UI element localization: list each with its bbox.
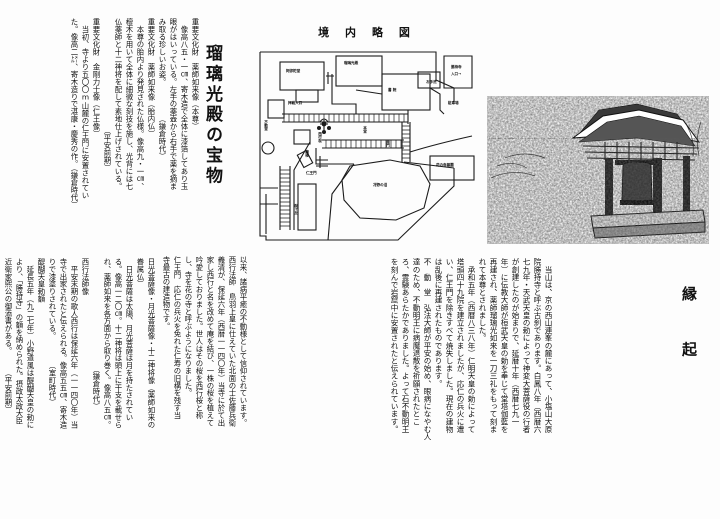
mid-line-7: 仁王門 応仁の兵火を免れた仁寿の旧構を残す当 <box>173 256 182 419</box>
treasures2-line-13: 近衛家煕公の御添書がある。 （平安前期） <box>4 258 13 414</box>
map-label-9: 冴野の沼 <box>373 183 388 187</box>
map-label-3: 書 院 <box>388 88 397 92</box>
engi-line-10: は乱後に再建されたものであります。 <box>434 258 443 388</box>
engi-line-9: い、仁王門を除きすべて焼失しました。現在の建物 <box>445 258 454 433</box>
page-title: 瑠璃光殿の宝物 <box>202 44 222 187</box>
treasures-line-1: 像高八五・一㎝、寄木造で全体に漆箔してあり玉 <box>180 18 189 190</box>
map-label-5: 勝持寺 <box>451 65 462 69</box>
treasures2-line-7: 平安末期の歌人西行は保延六年（一一四〇年）当 <box>70 258 79 429</box>
map-label-8: 花の寺墓園 <box>436 163 454 167</box>
map-canvas: 阿弥陀堂 瑠璃光殿拝観入口 書 院 お手洗 勝持寺入口→ 駐車場花の寺墓園冴野の沼桜ヶ丘 不… <box>258 44 476 246</box>
engi-line-6: れて本尊とされました。 <box>478 258 487 342</box>
engi-line-8: 塔頭四十九院を建立されましたが、応仁の兵火に遭 <box>456 258 465 433</box>
treasures2-line-0: 日光菩薩像・月光菩薩像・十二神将像（薬師如来の <box>147 258 156 429</box>
treasures-line-8: （平安前期） <box>103 18 112 172</box>
temple-photo <box>487 96 709 244</box>
treasures-line-11: た。像高二㍍、寄木造りで湛康・慶秀の作。（鎌倉時代） <box>70 18 79 209</box>
mid-line-1: 以来、諸病平癒の不動様として信仰されています。 <box>239 256 248 427</box>
engi-text-columns: 当山は、京の西山連峯の麓にあって、小塩山大原院勝持寺と呼ぶ古刹であります。白鳳八… <box>388 258 553 508</box>
map-label-11: 不動堂 <box>264 120 269 131</box>
map-label-10: 桜ヶ丘 <box>294 204 299 215</box>
precinct-map-section: 境 内 略 図 <box>246 6 482 256</box>
treasures2-text-columns: 日光菩薩像・月光菩薩像・十二神将像（薬師如来の眷属仏） 日光菩薩は太陽、月光菩薩… <box>2 258 156 510</box>
engi-line-11: 不 動 堂 弘法大師が平安の始め、眼病になやむ人 <box>423 258 432 441</box>
map-title: 境 内 略 図 <box>318 26 416 39</box>
saigyo-nioumon-section: 以来、諸病平癒の不動様として信仰されています。西行法師 鳥羽上皇に仕えていた北面… <box>160 256 382 516</box>
treasures2-line-12: より、「勝持寺」の額を納められた。摂政太政大臣 <box>15 258 24 425</box>
mid-line-6: し、寺を花の寺と呼ぶようになりました。 <box>184 256 193 397</box>
treasures-section: 瑠璃光殿の宝物 重要文化財 薬師如来像（本尊） 像高八五・一㎝、寄木造で全体に漆… <box>4 8 242 256</box>
mid-line-3: 義清が、保延六年（西暦一一四〇年）当寺に於て出 <box>217 256 226 427</box>
treasures-line-7: 仏薬師と十二神将を配して素地仕上げされている。 <box>114 18 123 190</box>
map-drawing <box>259 51 475 241</box>
treasures2-line-6: 西行法師像 <box>81 258 90 295</box>
mid-line-5: 吟愛しておりました。世人はその桜を西行桜と称 <box>195 256 204 419</box>
treasures-text-columns: 重要文化財 薬師如来像（本尊） 像高八五・一㎝、寄木造で全体に漆箔してあり玉眼が… <box>8 18 200 258</box>
engi-line-5: 再建され、薬師瑠璃光如来を一刀三礼をもって刻ま <box>489 258 498 433</box>
map-label-12: 鐘楼 <box>305 150 310 158</box>
mid-line-2: 西行法師 鳥羽上皇に仕えていた北面の士佐藤兵衛 <box>228 256 237 427</box>
map-label-16: 仁王門 <box>306 171 317 175</box>
map-label-0: 阿弥陀堂 <box>286 69 301 73</box>
map-label-7: 駐車場 <box>448 101 459 105</box>
engi-line-4: 年）に伝教大師が桓武天皇の勅を奉じて堂塔伽藍を <box>500 258 509 433</box>
engi-line-1: 院勝持寺と呼ぶ古刹であります。白鳳八年（西暦六 <box>533 258 542 433</box>
mid-line-8: 寺最古の建造物です。 <box>162 256 171 330</box>
map-label-1: 瑠璃光殿 <box>344 61 359 65</box>
map-label-2: 拝観入口 <box>288 101 303 105</box>
treasures-line-4: 重要文化財 薬師如来像（胎内仏） <box>147 18 156 138</box>
treasures2-line-11: 延長五年（九二七年）小野道風は醍醐天皇の勅に <box>26 258 35 429</box>
treasures2-line-10: 醍醐天皇勅額 <box>37 258 46 303</box>
treasures-line-5: 本尊の胎内より発見された仏様。像高九・一㎝、 <box>136 18 145 190</box>
map-label-4: お手洗 <box>426 80 437 84</box>
engi-line-12: 達のため、不動明王に病魔退散を祈願されたとこ <box>412 258 421 426</box>
map-label-13: 西行桜 <box>318 132 323 143</box>
engi-title: 縁 起 <box>680 286 698 370</box>
engi-line-2: 七九年・天武天皇の勅によって神変大菩薩役の行者 <box>522 258 531 433</box>
treasures-line-10: 当初、寺より五〇〇m山麓の仁王門に安置されてい <box>81 18 90 199</box>
treasures-section-continued: 日光菩薩像・月光菩薩像・十二神将像（薬師如来の眷属仏） 日光菩薩は太陽、月光菩薩… <box>2 258 240 516</box>
treasures2-line-1: 眷属仏） <box>136 258 145 288</box>
treasures-title-holder: 瑠璃光殿の宝物 <box>200 44 242 244</box>
engi-line-3: が創建したのが始まりで、延暦十年（西暦七九一 <box>511 258 520 426</box>
treasures-line-6: 檀木を用いて全体に細微な刻技を施し、光背には七 <box>125 18 134 190</box>
treasures2-line-3: る。像高一二〇㎝。十二神将は頭上に干支を載せら <box>114 258 123 429</box>
mid-text-columns: 以来、諸病平癒の不動様として信仰されています。西行法師 鳥羽上皇に仕えていた北面… <box>160 256 259 508</box>
mid-line-0 <box>248 256 259 508</box>
treasures-line-0: 重要文化財 薬師如来像（本尊） <box>191 18 200 131</box>
treasures2-line-4: れ、薬師如来を各方面から取り巻く。像高八五㎝。 <box>103 258 112 429</box>
treasures-line-3: み取る珍しいお姿。 （鎌倉時代） <box>158 18 167 161</box>
treasures2-line-2: 日光菩薩は太陽、月光菩薩は月を持たされてい <box>125 258 134 421</box>
treasures2-line-9: りで漆塗りされている。 （室町時代） <box>48 258 57 406</box>
treasures2-line-5: （鎌倉時代） <box>92 258 101 410</box>
engi-section: 縁 起 当山は、京の西山連峯の麓にあって、小塩山大原院勝持寺と呼ぶ古刹であります… <box>388 252 716 516</box>
engi-line-7: 承和五年（西暦八三八年）仁明天皇の勅によって <box>467 258 476 433</box>
map-label-6: 入口→ <box>451 72 461 76</box>
map-label-15: 本堂 <box>363 126 368 134</box>
treasures2-line-8: 寺で出家されたと伝えられる。像高五五㎝、寄木造 <box>59 258 68 429</box>
mid-line-4: 家し西行と名を改めて庵を結び、一株の桜を植えて <box>206 256 215 427</box>
bell-tower-photo-graphic <box>487 96 709 244</box>
engi-line-13: ろ、霊験あらたかでありました。よって石不動明王 <box>401 258 410 433</box>
engi-line-0: 当山は、京の西山連峯の麓にあって、小塩山大原 <box>544 258 553 433</box>
treasures-line-9: 重要文化財 金剛力士像（仁王像） <box>92 18 101 138</box>
map-label-14: 南門 <box>386 140 391 148</box>
treasures-line-2: 眼がはいっている。左手の薬壺から右手で薬を摘ま <box>169 18 178 190</box>
engi-line-14: を刻んで岩窟中に安置されたと伝えられています。 <box>390 258 399 433</box>
